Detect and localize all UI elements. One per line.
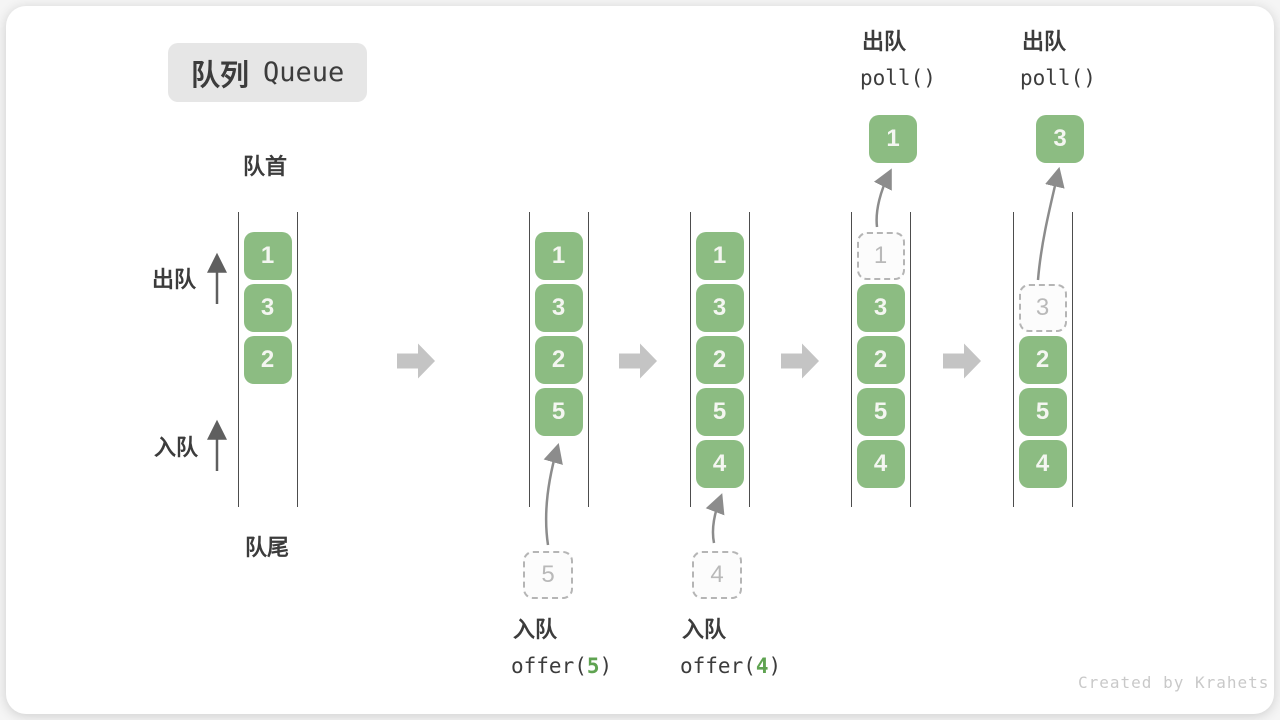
removed-slot-ghost: 1 (856, 232, 905, 280)
queue-state-4: 1 3 2 5 4 (851, 212, 911, 507)
queue-item: 1 (243, 232, 292, 280)
queue-item: 1 (534, 232, 583, 280)
label-queue-rear: 队尾 (245, 535, 290, 560)
queue-item: 2 (243, 336, 292, 384)
queue-state-3: 1 3 2 5 4 (690, 212, 750, 507)
watermark-credit: Created by Krahets (1078, 673, 1270, 692)
removed-element-3: 3 (1036, 115, 1084, 163)
code-poll-2: poll() (1020, 66, 1096, 90)
title-zh: 队列 (191, 59, 250, 92)
code-offer-5-post: ) (599, 654, 613, 678)
label-enqueue-op-4: 入队 (682, 617, 727, 642)
queue-item: 1 (695, 232, 744, 280)
queue-item: 4 (695, 440, 744, 488)
queue-item: 3 (695, 284, 744, 332)
queue-state-2: 1 3 2 5 (529, 212, 589, 507)
queue-item: 5 (1018, 388, 1067, 436)
code-poll-1: poll() (860, 66, 936, 90)
queue-item: 5 (695, 388, 744, 436)
code-offer-4-arg: 4 (755, 654, 769, 678)
label-dequeue-op-2: 出队 (1022, 29, 1067, 54)
title-en: Queue (263, 57, 345, 88)
code-offer-5: offer(5) (511, 654, 612, 678)
code-offer-4-post: ) (768, 654, 782, 678)
queue-item: 2 (534, 336, 583, 384)
removed-slot-ghost: 3 (1018, 284, 1067, 332)
incoming-element-5: 5 (523, 551, 573, 599)
label-dequeue-side: 出队 (152, 267, 197, 292)
queue-item: 5 (856, 388, 905, 436)
label-enqueue-side: 入队 (154, 435, 199, 460)
code-offer-4: offer(4) (680, 654, 781, 678)
queue-item: 4 (1018, 440, 1067, 488)
queue-item: 3 (856, 284, 905, 332)
removed-element-1: 1 (869, 115, 917, 163)
queue-item: 2 (1018, 336, 1067, 384)
queue-item: 4 (856, 440, 905, 488)
queue-item: 5 (534, 388, 583, 436)
label-dequeue-op-1: 出队 (862, 29, 907, 54)
title-badge: 队列 Queue (168, 43, 368, 102)
label-enqueue-op-5: 入队 (513, 617, 558, 642)
label-queue-front: 队首 (243, 154, 288, 179)
queue-state-1: 1 3 2 (238, 212, 298, 507)
queue-item: 3 (534, 284, 583, 332)
queue-item: 2 (695, 336, 744, 384)
queue-item: 2 (856, 336, 905, 384)
queue-item: 3 (243, 284, 292, 332)
diagram-card (6, 6, 1274, 714)
incoming-element-4: 4 (692, 551, 742, 599)
code-offer-4-pre: offer( (680, 654, 756, 678)
code-offer-5-pre: offer( (511, 654, 587, 678)
code-offer-5-arg: 5 (586, 654, 600, 678)
queue-state-5: 3 2 5 4 (1013, 212, 1073, 507)
